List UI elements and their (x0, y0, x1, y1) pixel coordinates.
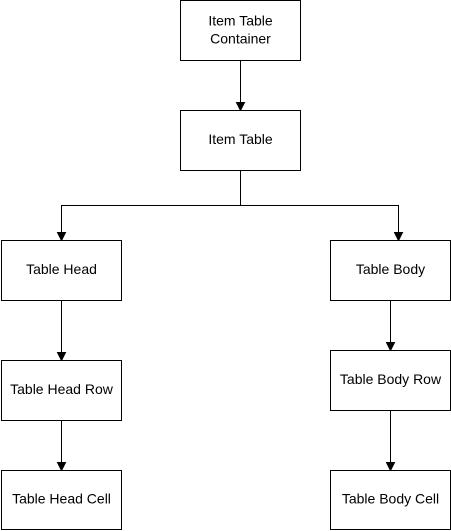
node-label: Table Body Cell (342, 491, 439, 507)
node-label: Table Head Row (10, 381, 114, 397)
node-label-line: Item Table (208, 13, 273, 29)
node-label: Table Body Row (340, 371, 442, 387)
node-item-table[interactable]: Item Table (180, 110, 301, 171)
node-table-body[interactable]: Table Body (330, 240, 451, 301)
node-label: Table Body (356, 261, 425, 277)
node-table-body-cell[interactable]: Table Body Cell (330, 470, 451, 530)
node-label: Item Table (208, 131, 273, 147)
node-label: Table Head Cell (12, 491, 111, 507)
node-table-head[interactable]: Table Head (1, 240, 122, 301)
edge-body-row-to-body-cell (385, 410, 396, 472)
edge-head-row-to-head-cell (56, 420, 67, 472)
edge-table-to-body (240, 205, 404, 242)
node-table-body-row[interactable]: Table Body Row (330, 350, 451, 411)
node-label: Table Head (26, 261, 97, 277)
edge-container-to-table (235, 60, 246, 112)
node-table-head-row[interactable]: Table Head Row (1, 360, 122, 421)
node-label-line: Container (210, 31, 271, 47)
node-table-head-cell[interactable]: Table Head Cell (1, 470, 122, 530)
edge-table-to-head (56, 170, 241, 242)
node-item-table-container[interactable]: Item Table Container (180, 0, 301, 61)
edge-head-to-head-row (56, 300, 67, 362)
edge-body-to-body-row (385, 300, 396, 352)
